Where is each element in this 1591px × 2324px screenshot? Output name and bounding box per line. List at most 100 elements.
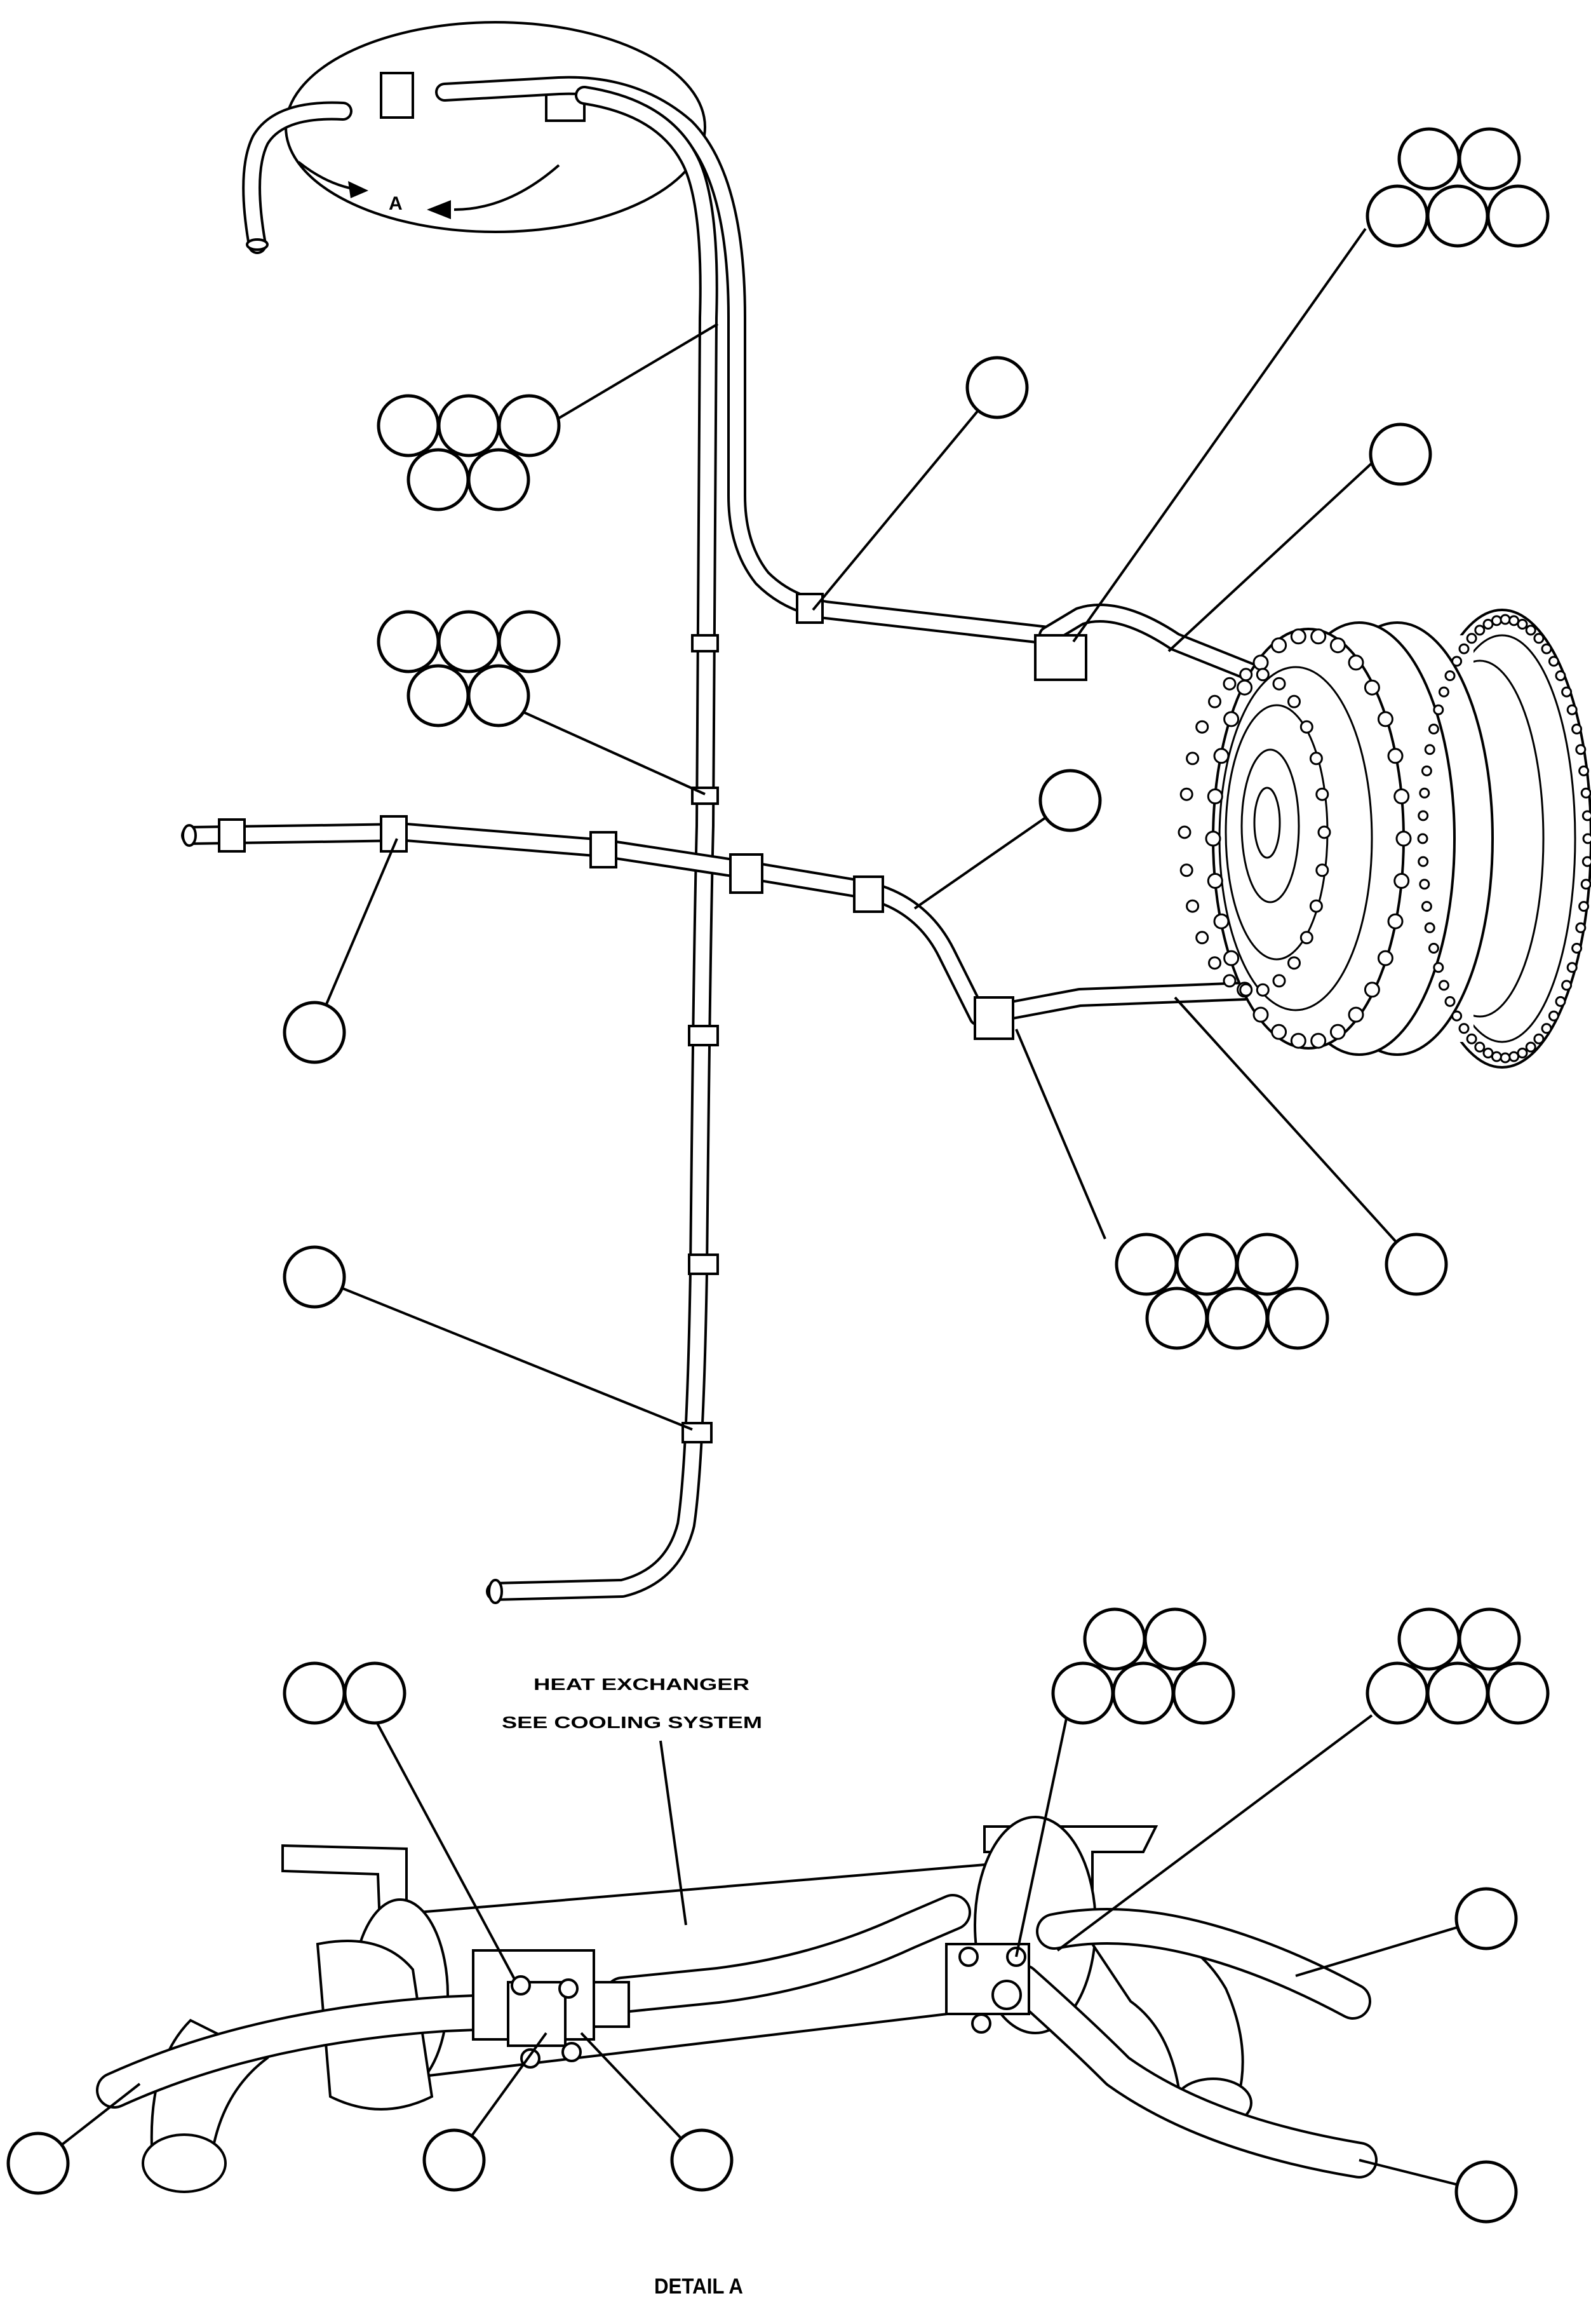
flywheel-bolt bbox=[1315, 787, 1329, 801]
detail-callouts bbox=[6, 1607, 1550, 2224]
flywheel-bolt bbox=[1329, 637, 1346, 654]
flywheel-bolt bbox=[1533, 1033, 1545, 1044]
flywheel-bolt bbox=[1223, 711, 1240, 727]
flywheel-bolt bbox=[1508, 1051, 1520, 1062]
flywheel-bolt bbox=[1444, 670, 1456, 682]
flywheel-bolt bbox=[1299, 720, 1313, 734]
flywheel-bolt bbox=[1433, 704, 1444, 715]
flywheel-bolt bbox=[1387, 913, 1404, 929]
flywheel-bolt bbox=[1508, 615, 1520, 626]
flywheel-bolt bbox=[1179, 863, 1193, 877]
flywheel-bolt bbox=[1205, 830, 1221, 847]
flywheel-bolt bbox=[1533, 633, 1545, 644]
flywheel-bolt bbox=[1491, 1051, 1502, 1062]
flywheel-bolt bbox=[1466, 1033, 1477, 1044]
flywheel-bolt bbox=[1237, 679, 1253, 696]
flywheel-bolt bbox=[1491, 615, 1502, 626]
flywheel-bolt bbox=[1566, 704, 1578, 715]
flywheel-bolt bbox=[1239, 668, 1253, 682]
flywheel-bolt bbox=[1581, 810, 1591, 821]
flywheel-bolt bbox=[1208, 694, 1221, 708]
flywheel-bolt bbox=[1525, 625, 1536, 636]
flywheel-bolt bbox=[1287, 956, 1301, 970]
flywheel-bolt bbox=[1571, 724, 1583, 734]
detail-a-label: DETAIL A bbox=[654, 2274, 743, 2299]
flywheel-bolt bbox=[1580, 879, 1591, 890]
flywheel-bolt bbox=[1393, 788, 1410, 804]
flywheel-bolt bbox=[1541, 1023, 1552, 1034]
flywheel-bolt bbox=[1178, 825, 1192, 839]
flywheel-bolt bbox=[1500, 1052, 1511, 1064]
flywheel-bolt bbox=[1348, 654, 1364, 671]
flywheel-bolt bbox=[1317, 825, 1331, 839]
flywheel-bolt bbox=[1418, 810, 1429, 821]
flywheel-bolt bbox=[1315, 863, 1329, 877]
flywheel-bolt bbox=[1548, 656, 1559, 667]
flywheel-bolt bbox=[1578, 901, 1590, 912]
flywheel-bolt bbox=[1417, 833, 1428, 844]
flywheel-bolt bbox=[1428, 943, 1439, 954]
flywheel-bolt bbox=[1223, 950, 1240, 966]
flywheel-bolt bbox=[1207, 788, 1223, 804]
flywheel-bolt bbox=[1582, 833, 1591, 844]
flywheel-bolt bbox=[1438, 686, 1449, 698]
flywheel-bolt bbox=[1299, 931, 1313, 945]
flywheel-bolt bbox=[1444, 996, 1456, 1007]
flywheel-bolt bbox=[1310, 628, 1327, 645]
flywheel-bolt bbox=[1309, 899, 1323, 913]
flywheel-bolt bbox=[1428, 724, 1439, 734]
flywheel-bolt bbox=[1348, 1006, 1364, 1023]
flywheel-bolt bbox=[1213, 913, 1230, 929]
flywheel-bolt bbox=[1500, 614, 1511, 625]
flywheel-bolt bbox=[1575, 922, 1587, 933]
flywheel-bolt bbox=[1575, 744, 1587, 755]
flywheel-bolt bbox=[1186, 752, 1200, 766]
flywheel-bolt bbox=[1555, 670, 1566, 682]
flywheel-bolt bbox=[1525, 1041, 1536, 1053]
flywheel-bolt bbox=[1438, 980, 1449, 991]
heat-exchanger-label: HEAT EXCHANGER bbox=[534, 1675, 749, 1694]
flywheel-bolt bbox=[1451, 656, 1463, 667]
flywheel-bolt bbox=[1580, 787, 1591, 799]
flywheel-bolt bbox=[1290, 1032, 1306, 1049]
flywheel-bolt bbox=[1195, 931, 1209, 945]
flywheel-bolt bbox=[1451, 1010, 1463, 1022]
flywheel-bolt bbox=[1329, 1024, 1346, 1040]
flywheel-bolt bbox=[1419, 879, 1430, 890]
flywheel-bolt bbox=[1466, 633, 1477, 644]
flywheel-bolt bbox=[1541, 643, 1552, 654]
flywheel-bolt bbox=[1310, 1032, 1327, 1049]
flywheel-bolt bbox=[1458, 643, 1470, 654]
flywheel-bolt bbox=[1424, 744, 1435, 755]
flywheel-bolt bbox=[1581, 856, 1591, 867]
flywheel-bolt bbox=[1555, 996, 1566, 1007]
flywheel-bolt bbox=[1287, 694, 1301, 708]
flywheel-bolt bbox=[1256, 983, 1270, 997]
flywheel-bolt bbox=[1186, 899, 1200, 913]
flywheel-bolt bbox=[1561, 980, 1573, 991]
flywheel-bolt bbox=[1213, 748, 1230, 764]
flywheel-bolt bbox=[1387, 748, 1404, 764]
view-arrows: A bbox=[297, 161, 560, 219]
flywheel-bolt bbox=[1393, 873, 1410, 889]
flywheel-assembly bbox=[1178, 609, 1591, 1069]
flywheel-bolt bbox=[1223, 677, 1237, 691]
detail-a-callout bbox=[242, 21, 706, 254]
tube-assembly bbox=[181, 76, 1280, 1604]
flywheel-bolt bbox=[1395, 830, 1412, 847]
flywheel-bolt bbox=[1271, 1024, 1287, 1040]
flywheel-bolt bbox=[1571, 943, 1583, 954]
flywheel-bolt bbox=[1364, 679, 1380, 696]
flywheel-bolt bbox=[1421, 901, 1432, 912]
flywheel-bolt bbox=[1252, 1006, 1269, 1023]
flywheel-bolt bbox=[1561, 686, 1573, 698]
view-label: A bbox=[389, 193, 403, 214]
flywheel-bolt bbox=[1458, 1023, 1470, 1034]
flywheel-bolt bbox=[1256, 668, 1270, 682]
flywheel-bolt bbox=[1364, 982, 1380, 998]
see-cooling-system-label: SEE COOLING SYSTEM bbox=[502, 1713, 762, 1732]
flywheel-bolt bbox=[1548, 1010, 1559, 1022]
flywheel-bolt bbox=[1482, 619, 1494, 630]
flywheel-bolt bbox=[1207, 873, 1223, 889]
